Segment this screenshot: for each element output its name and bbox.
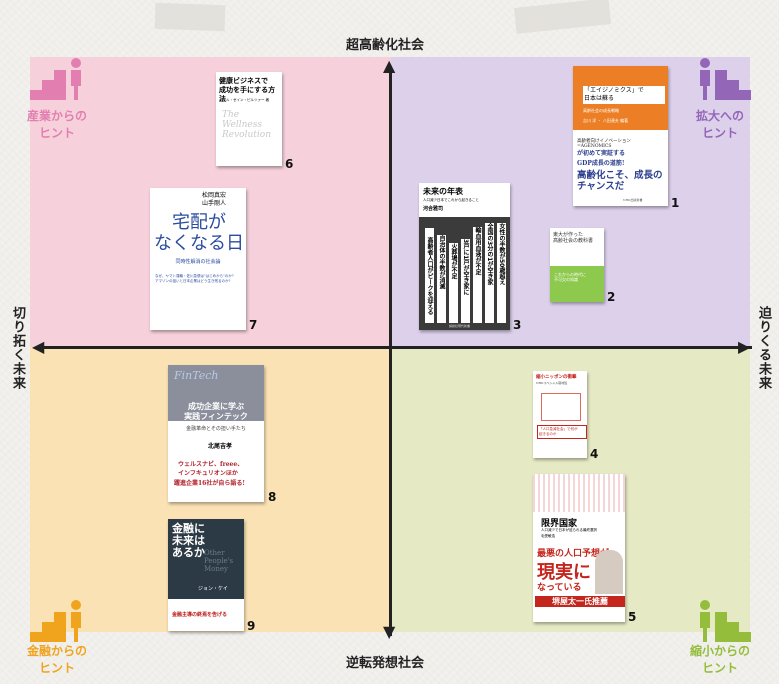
author-portrait <box>595 550 623 594</box>
stairs-figure-icon <box>700 600 751 642</box>
hint-label-expansion: 拡大への ヒント <box>695 109 744 140</box>
timeline-bar: 自治体の半数が消滅 <box>437 235 446 323</box>
cover-map-graphic <box>541 393 581 421</box>
book-number-2: 2 <box>607 290 616 304</box>
cover-green-band <box>550 266 604 302</box>
book-number-9: 9 <box>247 619 256 633</box>
arrow-up-icon: ▲ <box>383 56 396 75</box>
book-number-6: 6 <box>285 157 294 171</box>
hint-label-finance: 金融からの ヒント <box>26 644 87 675</box>
masking-tape-left <box>154 2 226 32</box>
book-cover-delivery[interactable]: 松岡真宏 山手剛人 宅配が なくなる日 同時性解消の社会論 なぜ、ヤマト運輸・佐… <box>150 188 246 330</box>
book-cover-wellness[interactable]: 健康ビジネスで 成功を手にする方法 ポール・ゼイン・ピルツァー 著 The We… <box>216 72 282 166</box>
book-cover-finance-future[interactable]: 金融に 未来は あるか Other People's Money ジョン・ケイ … <box>168 519 244 631</box>
book-number-8: 8 <box>268 490 277 504</box>
book-cover-future-chronology[interactable]: 未来の年表 人口減少日本でこれから起きること 河合雅司 高齢者人口がピークを迎え… <box>419 183 510 330</box>
book-number-3: 3 <box>513 318 522 332</box>
hint-label-industry: 産業からの ヒント <box>26 109 87 140</box>
stairs-figure-icon <box>700 58 751 100</box>
book-number-4: 4 <box>590 447 599 461</box>
horizontal-axis <box>40 346 752 349</box>
cover-stripe-band <box>533 474 625 512</box>
timeline-bar: 火葬場が不足 <box>449 243 458 323</box>
stairs-figure-icon <box>30 600 81 642</box>
arrow-left-icon: ◀ <box>32 337 45 356</box>
cover-grey-band <box>168 365 264 421</box>
arrow-right-icon: ▶ <box>738 337 751 356</box>
stairs-figure-icon <box>30 58 81 100</box>
book-number-7: 7 <box>249 318 258 332</box>
book-number-5: 5 <box>628 610 637 624</box>
book-cover-aging-textbook[interactable]: 東大が作った 高齢社会の教科書 これからの時代に 不可欠の知識 <box>550 228 604 302</box>
arrow-down-icon: ▼ <box>383 622 396 641</box>
axis-label-left: 切り拓く未来 <box>10 306 25 390</box>
book-cover-fintech[interactable]: FinTech 成功企業に学ぶ 実践フィンテック 金融革命とその担い手たち 北尾… <box>168 365 264 502</box>
axis-label-top: 超高齢化社会 <box>346 38 425 53</box>
book-cover-limit-nation[interactable]: 限界国家 人口減少で日本が迫られる最終選択 毛受敏浩 最悪の人口予想が 現実に … <box>533 474 625 622</box>
timeline-bar: 全国の3分の1が空き家 <box>485 223 494 323</box>
book-cover-shrinking-japan[interactable]: 縮小ニッポンの衝撃 NHKスペシャル取材班 「人口急減社会」で何が 起きるのか <box>533 371 587 458</box>
hint-label-shrinkage: 縮小からの ヒント <box>689 644 750 675</box>
axis-label-bottom: 逆転発想社会 <box>346 656 425 671</box>
cover-white-band <box>168 599 244 631</box>
timeline-bar: 女性の半数が50歳超え <box>497 223 506 323</box>
timeline-bar: 3戸に1戸が空き家に <box>461 239 470 323</box>
vertical-axis <box>389 66 392 636</box>
axis-label-right: 迫りくる未来 <box>756 306 771 390</box>
timeline-bar: 輸血用血液が不足 <box>473 227 482 323</box>
book-number-1: 1 <box>671 196 680 210</box>
timeline-bar: 高齢者人口がピークを迎える <box>425 228 434 323</box>
book-cover-agenomics[interactable]: 「エイジノミクス」で 日本は蘇る 高齢社会の成長戦略 吉川 洋 ・ 八田達夫 編… <box>573 66 668 206</box>
